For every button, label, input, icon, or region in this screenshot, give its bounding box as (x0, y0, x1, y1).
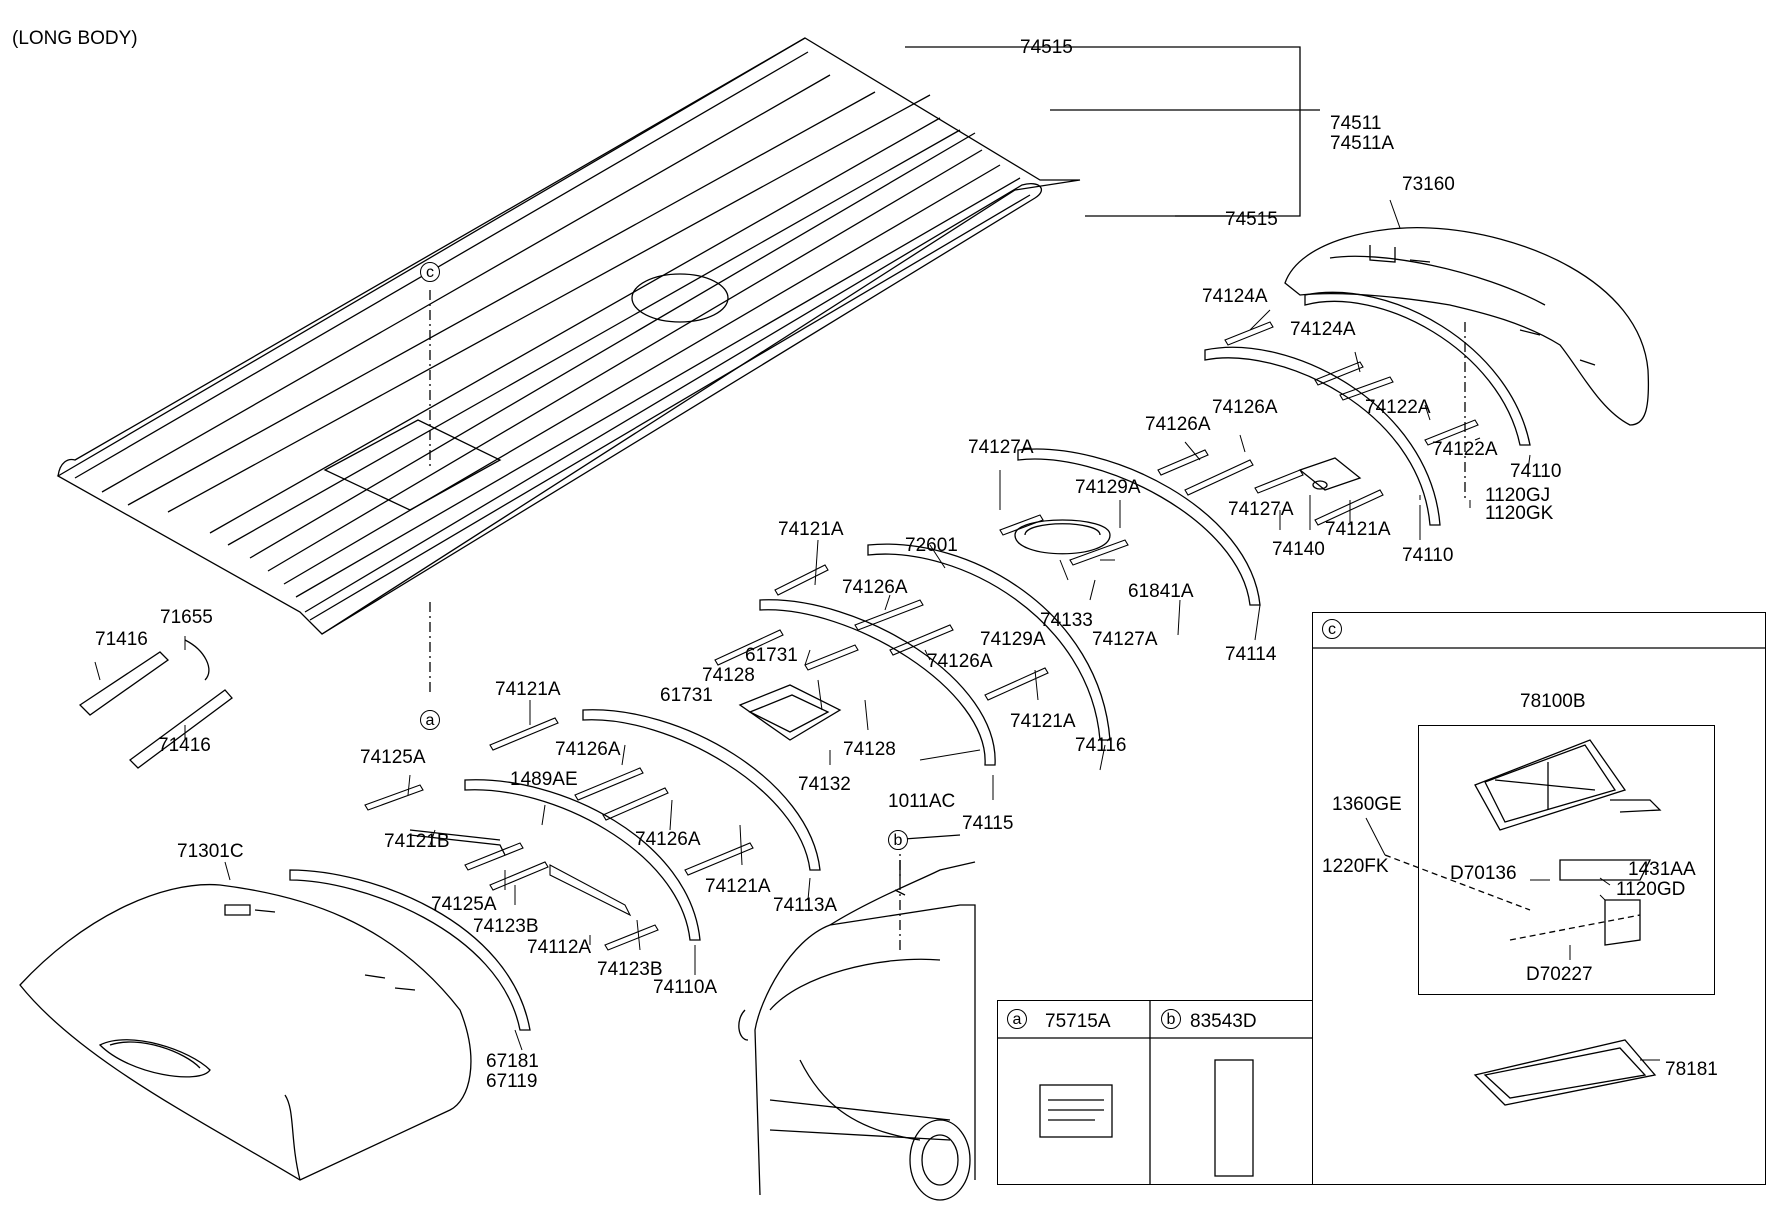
part-label: 74112A (527, 937, 592, 958)
part-label: D70136 (1450, 863, 1517, 884)
leader-lines-roof (905, 46, 1320, 217)
part-label: 74116 (1075, 735, 1127, 756)
part-label: 1431AA (1628, 859, 1696, 880)
part-label: 74128 (843, 739, 896, 760)
part-label: 61841A (1128, 581, 1194, 602)
part-label: 71416 (95, 629, 148, 650)
part-label: 74511 (1330, 113, 1382, 134)
part-label: 74129A (1075, 477, 1141, 498)
part-label: 1360GE (1332, 794, 1402, 815)
front-cap-71301C (19, 883, 472, 1181)
part-label: 74110 (1402, 545, 1454, 566)
part-label: 1120GK (1485, 503, 1554, 524)
brackets-71416 (78, 639, 233, 769)
part-label: 74110A (653, 977, 718, 998)
inset-c-drawing (1384, 739, 1662, 1106)
callout-b-main: b (888, 830, 908, 850)
part-label: 83543D (1190, 1011, 1257, 1032)
rear-cap-73160 (1284, 226, 1650, 500)
part-label: 74126A (635, 829, 701, 850)
vent-frames (738, 457, 1362, 741)
part-label: 74124A (1202, 286, 1268, 307)
part-label: 74121A (778, 519, 844, 540)
part-label: 1489AE (510, 769, 578, 790)
part-label: 74126A (842, 577, 908, 598)
part-label: 74128 (702, 665, 755, 686)
part-label: D70227 (1526, 964, 1593, 985)
truck-cab-drawing (738, 834, 976, 1201)
callout-a-inset: a (1007, 1009, 1027, 1029)
part-label: 74114 (1225, 644, 1277, 665)
part-label: 72601 (905, 535, 958, 556)
part-label: 71301C (177, 841, 244, 862)
part-label: 74124A (1290, 319, 1356, 340)
part-label: 73160 (1402, 174, 1455, 195)
part-label: 74129A (980, 629, 1046, 650)
part-label: 74121A (1325, 519, 1391, 540)
inset-box-78100B (1418, 725, 1715, 995)
inset-ab-drawing (1039, 1059, 1254, 1177)
part-label: 74125A (431, 894, 497, 915)
part-label: 74515 (1225, 209, 1278, 230)
part-label: 74123B (473, 916, 539, 937)
part-label: 67181 (486, 1051, 539, 1072)
part-label: 74127A (1228, 499, 1294, 520)
diagram-header: (LONG BODY) (12, 28, 138, 49)
part-label: 78100B (1520, 691, 1586, 712)
part-label: 74126A (1212, 397, 1278, 418)
part-label: 74140 (1272, 539, 1325, 560)
part-label: 74123B (597, 959, 663, 980)
part-label: 74113A (773, 895, 838, 916)
part-label: 1220FK (1322, 856, 1389, 877)
part-label: 74511A (1330, 133, 1395, 154)
part-label: 75715A (1045, 1011, 1111, 1032)
part-label: 71416 (158, 735, 211, 756)
part-label: 61731 (745, 645, 798, 666)
part-label: 74121A (495, 679, 561, 700)
part-label: 74515 (1020, 37, 1073, 58)
part-label: 74125A (360, 747, 426, 768)
inset-box-ab (997, 1000, 1313, 1185)
part-label: 74126A (927, 651, 993, 672)
part-label: 74122A (1365, 397, 1431, 418)
roof-panel-main (56, 37, 1081, 692)
inset-borders (997, 647, 1766, 1185)
callout-a-main: a (420, 710, 440, 730)
part-label: 74127A (1092, 629, 1158, 650)
part-label: 61731 (660, 685, 713, 706)
leader-lines (94, 199, 1660, 1061)
inset-box-c (1312, 612, 1766, 1185)
part-label: 74133 (1040, 610, 1093, 631)
part-label: 74110 (1510, 461, 1562, 482)
callout-c-inset: c (1322, 619, 1342, 639)
part-label: 71655 (160, 607, 213, 628)
part-label: 74122A (1432, 439, 1498, 460)
part-label: 67119 (486, 1071, 538, 1092)
part-label: 1120GJ (1485, 485, 1551, 506)
part-label: 74115 (962, 813, 1014, 834)
part-label: 74132 (798, 774, 851, 795)
cross-members (364, 321, 1479, 951)
part-label: 74126A (1145, 414, 1211, 435)
part-label: 74126A (555, 739, 621, 760)
part-label: 74121B (384, 831, 450, 852)
callout-b-inset: b (1161, 1009, 1181, 1029)
part-label: 74121A (705, 876, 771, 897)
part-label: 1120GD (1616, 879, 1686, 900)
part-label: 74121A (1010, 711, 1076, 732)
part-label: 78181 (1665, 1059, 1718, 1080)
part-label: 1011AC (888, 791, 956, 812)
part-label: 74127A (968, 437, 1034, 458)
callout-c-main: c (420, 262, 440, 282)
